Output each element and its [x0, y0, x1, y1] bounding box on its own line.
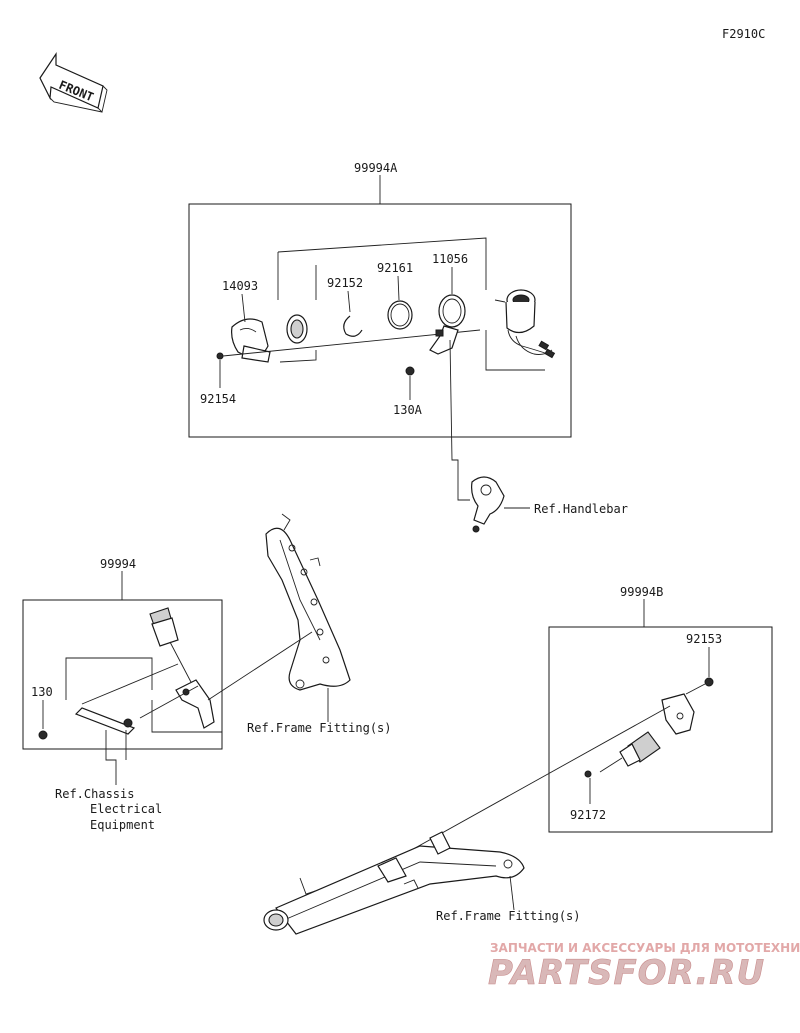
part-label-11056: 11056 [432, 252, 468, 266]
part-connector-right [599, 731, 661, 773]
part-connector-left [149, 607, 193, 685]
assembly-label-99994: 99994 [100, 557, 136, 571]
assembly-box-99994A [188, 203, 572, 438]
part-label-92154: 92154 [200, 392, 236, 406]
part-label-92172: 92172 [570, 808, 606, 822]
assembly-box-99994 [22, 599, 223, 750]
part-handlebar-clamp [471, 476, 505, 533]
bolt-130 [38, 730, 48, 740]
part-bracket-right [661, 683, 706, 735]
part-92152 [343, 315, 363, 337]
ref-label-electrical: Electrical [90, 802, 162, 816]
assembly-box-99994B [548, 626, 773, 833]
part-plate [74, 707, 136, 735]
part-14093 [231, 318, 271, 363]
watermark-tagline: ЗАПЧАСТИ И АКСЕССУАРЫ ДЛЯ МОТОТЕХНИКИ [490, 941, 800, 955]
ref-label-frame-fitting-middle: Ref.Frame Fitting(s) [247, 721, 392, 735]
part-11056 [429, 294, 466, 355]
ref-label-chassis: Ref.Chassis [55, 787, 134, 801]
part-socket [494, 289, 556, 359]
front-arrow-icon: FRONT [39, 52, 108, 113]
ref-label-equipment: Equipment [90, 818, 155, 832]
part-label-130A: 130A [393, 403, 423, 417]
figure-code: F2910C [722, 27, 765, 41]
part-frame-tube [263, 831, 525, 935]
part-frame-bracket [265, 513, 351, 691]
part-label-92153: 92153 [686, 632, 722, 646]
ref-label-frame-fitting-right: Ref.Frame Fitting(s) [436, 909, 581, 923]
assembly-label-99994B: 99994B [620, 585, 663, 599]
ref-label-handlebar: Ref.Handlebar [534, 502, 628, 516]
part-92161 [387, 300, 413, 330]
part-ring [286, 314, 308, 344]
part-label-92152: 92152 [327, 276, 363, 290]
part-label-14093: 14093 [222, 279, 258, 293]
part-label-92161: 92161 [377, 261, 413, 275]
watermark-logo: PARTSFOR.RU [488, 953, 765, 993]
part-label-130: 130 [31, 685, 53, 699]
assembly-label-99994A: 99994A [354, 161, 398, 175]
